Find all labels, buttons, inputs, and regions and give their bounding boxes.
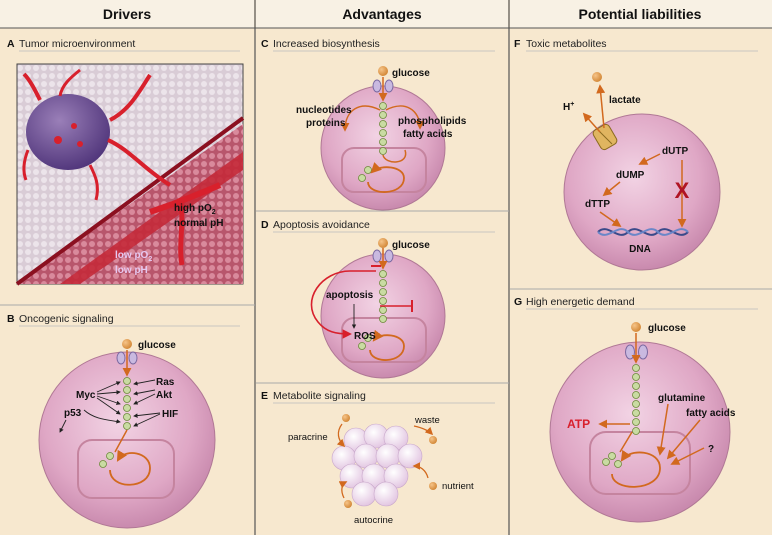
glutamine-label: glutamine bbox=[658, 393, 706, 404]
panel-title: Toxic metabolites bbox=[526, 38, 607, 50]
hif-label: HIF bbox=[162, 409, 178, 420]
column-header-drivers: Drivers bbox=[103, 6, 151, 22]
panel-c: C Increased biosynthesis glucose nucleot… bbox=[261, 38, 495, 211]
tumor-mass bbox=[26, 94, 110, 170]
glucose-label: glucose bbox=[392, 68, 430, 79]
panel-letter: B bbox=[7, 313, 15, 325]
nucleotides-label: nucleotides bbox=[296, 105, 352, 116]
glucose-label: glucose bbox=[392, 240, 430, 251]
panel-d: D Apoptosis avoidance glucose apoptosis … bbox=[261, 219, 495, 379]
proteins-label: proteins bbox=[306, 118, 346, 129]
panel-letter: C bbox=[261, 38, 269, 50]
panel-letter: F bbox=[514, 38, 521, 50]
ras-label: Ras bbox=[156, 377, 175, 388]
glycolysis-chain bbox=[99, 377, 131, 468]
glucose-transporter bbox=[116, 351, 126, 365]
dutp-label: dUTP bbox=[662, 146, 688, 157]
column-header-liabilities: Potential liabilities bbox=[579, 6, 702, 22]
dna-label: DNA bbox=[629, 244, 651, 255]
mitochondrion bbox=[589, 431, 691, 495]
panel-e: E Metabolite signaling paracrine waste n… bbox=[261, 390, 495, 526]
glucose-transporter bbox=[128, 351, 138, 365]
lactate-label: lactate bbox=[609, 95, 641, 106]
phospholipids-label: phospholipids bbox=[398, 116, 467, 127]
glucose-molecule bbox=[378, 238, 388, 248]
waste-label: waste bbox=[414, 415, 440, 426]
signaling-arrows bbox=[59, 379, 161, 433]
column-header-advantages: Advantages bbox=[342, 6, 422, 22]
normal-ph-label: normal pH bbox=[174, 218, 223, 229]
dna-helix bbox=[597, 228, 689, 236]
glucose-molecule bbox=[631, 322, 641, 332]
apoptosis-label: apoptosis bbox=[326, 290, 374, 301]
h-plus-label: H+ bbox=[563, 101, 574, 113]
panel-letter: E bbox=[261, 390, 268, 402]
panel-title: Increased biosynthesis bbox=[273, 38, 380, 50]
glucose-molecule bbox=[378, 66, 388, 76]
mitochondrion bbox=[77, 439, 175, 499]
glucose-molecule bbox=[122, 339, 132, 349]
cell bbox=[563, 113, 721, 271]
dump-label: dUMP bbox=[616, 170, 645, 181]
low-ph-label: low pH bbox=[115, 265, 148, 276]
dttp-label: dTTP bbox=[585, 199, 610, 210]
fatty-acids-label: fatty acids bbox=[686, 408, 736, 419]
advantages-header-bg bbox=[256, 0, 508, 28]
paracrine-label: paracrine bbox=[288, 432, 328, 443]
unknown-source-label: ? bbox=[708, 444, 714, 455]
panel-title: Metabolite signaling bbox=[273, 390, 366, 402]
ros-label: ROS bbox=[354, 331, 376, 342]
liabilities-header-bg bbox=[510, 0, 772, 28]
lactate-molecule bbox=[592, 72, 602, 82]
panel-g: G High energetic demand glucose ATP glut… bbox=[514, 296, 758, 523]
low-po2-label: low pO2 bbox=[115, 250, 152, 263]
blocked-x-mark: X bbox=[675, 178, 690, 203]
panel-letter: A bbox=[7, 38, 15, 50]
drivers-header-bg bbox=[0, 0, 254, 28]
nutrient-label: nutrient bbox=[442, 481, 474, 492]
panel-a: A Tumor microenvironment high pO2 normal… bbox=[7, 38, 245, 286]
fatty-acids-label: fatty acids bbox=[403, 129, 453, 140]
akt-label: Akt bbox=[156, 390, 173, 401]
panel-title: Tumor microenvironment bbox=[19, 38, 135, 50]
atp-label: ATP bbox=[567, 417, 590, 431]
myc-label: Myc bbox=[76, 390, 96, 401]
cell-cluster bbox=[331, 423, 423, 507]
panel-f: F Toxic metabolites lactate H+ dUTP dUMP… bbox=[514, 38, 758, 271]
panel-b: B Oncogenic signaling glucose Myc Ras Ak… bbox=[7, 313, 240, 529]
high-po2-label: high pO2 bbox=[174, 203, 216, 216]
microenvironment-illustration bbox=[15, 63, 245, 286]
panel-title: Oncogenic signaling bbox=[19, 313, 114, 325]
panel-title: Apoptosis avoidance bbox=[273, 219, 370, 231]
panel-letter: G bbox=[514, 296, 522, 308]
glucose-label: glucose bbox=[648, 323, 686, 334]
glucose-label: glucose bbox=[138, 340, 176, 351]
autocrine-label: autocrine bbox=[354, 515, 393, 526]
panel-letter: D bbox=[261, 219, 269, 231]
p53-label: p53 bbox=[64, 408, 82, 419]
panel-title: High energetic demand bbox=[526, 296, 635, 308]
